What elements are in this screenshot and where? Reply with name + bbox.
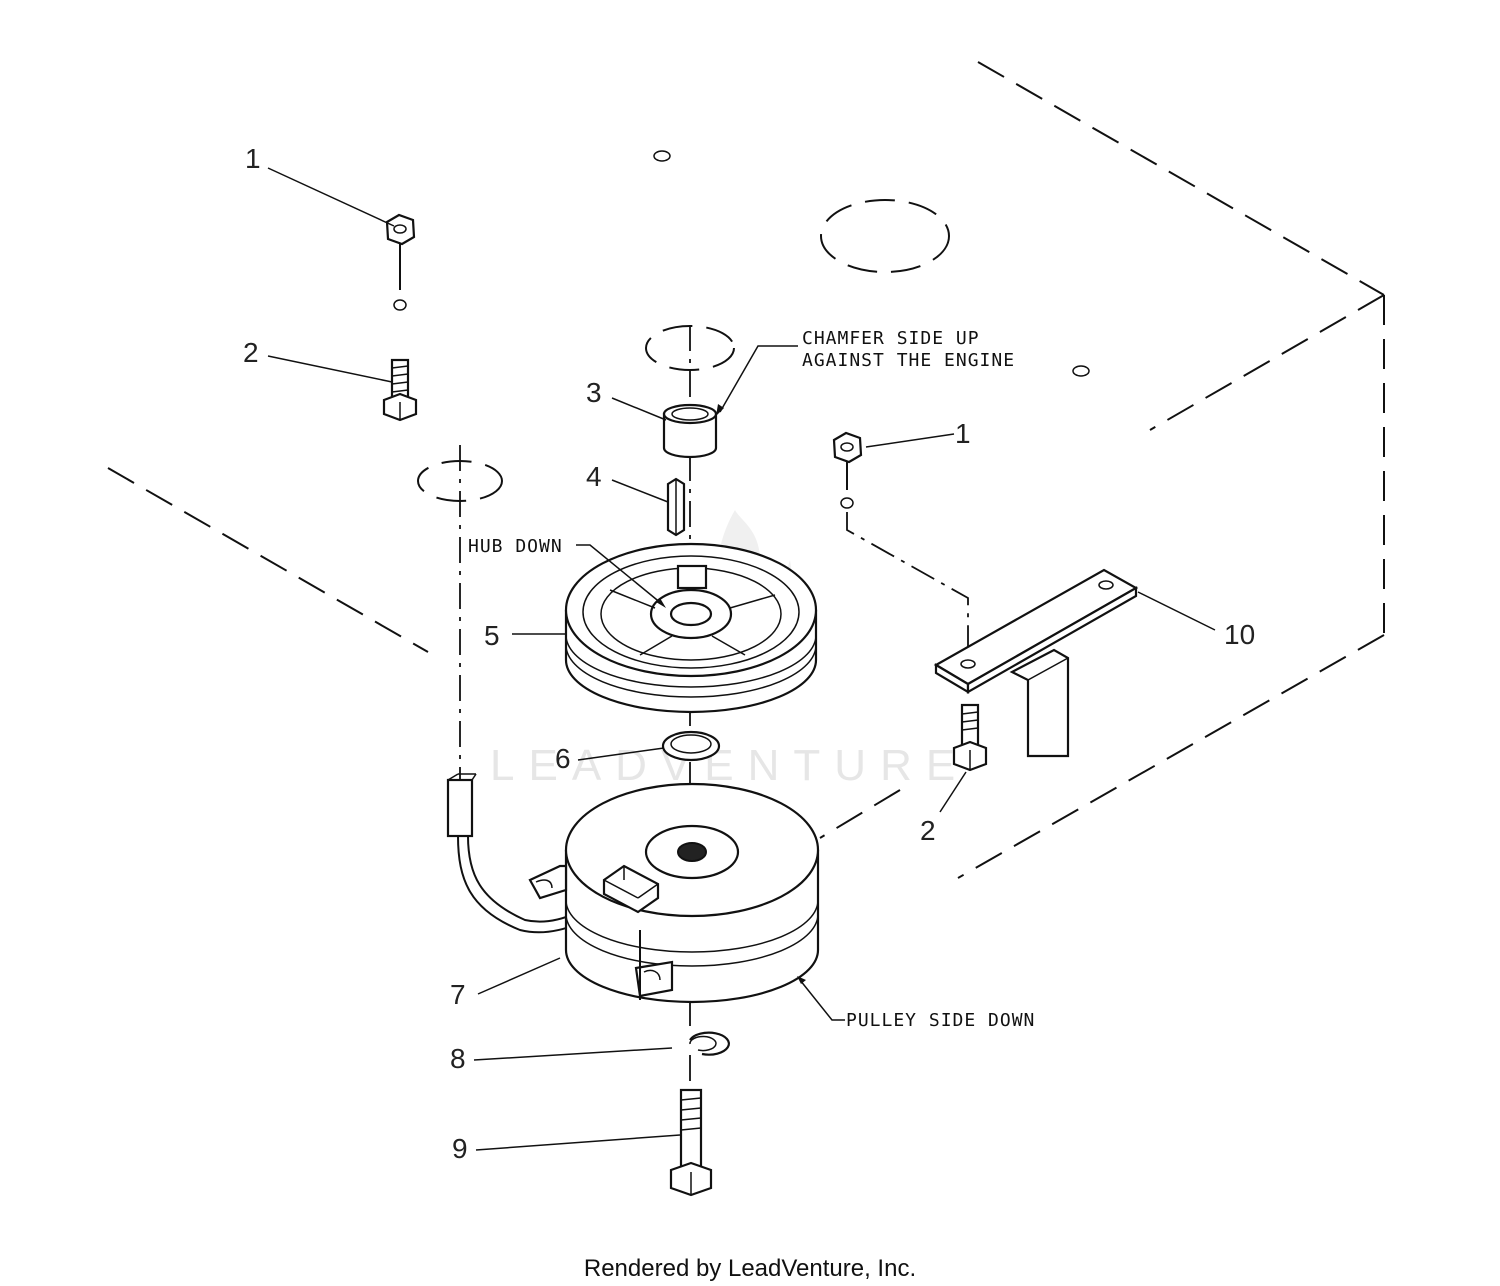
pulley-part-5	[564, 542, 818, 714]
callout-5: 5	[484, 620, 500, 651]
callout-6: 6	[555, 743, 571, 774]
footer-credit: Rendered by LeadVenture, Inc.	[584, 1255, 916, 1282]
callout-3: 3	[586, 377, 602, 408]
callout-7: 7	[450, 979, 466, 1010]
clutch-part-7	[528, 782, 820, 1004]
callout-numbers: 1 2 3 4 5 6 7 8 9 10 1 2	[243, 143, 1255, 1164]
watermark-text: LEADVENTURE	[490, 741, 969, 790]
callout-1-right: 1	[955, 418, 971, 449]
note-chamfer-line1: CHAMFER SIDE UP	[802, 328, 980, 349]
engine-deck-outline	[107, 61, 1385, 879]
key-part-4	[666, 477, 686, 537]
callout-1-left: 1	[245, 143, 261, 174]
note-pulley-side-down: PULLEY SIDE DOWN	[846, 1010, 1035, 1031]
bolt-part-9	[669, 1088, 713, 1197]
callout-8: 8	[450, 1043, 466, 1074]
snap-ring-part-8	[689, 1031, 730, 1056]
callout-4: 4	[586, 461, 602, 492]
leader-lines	[267, 167, 1216, 1151]
callout-2-right: 2	[920, 815, 936, 846]
callout-9: 9	[452, 1133, 468, 1164]
assembly-notes: CHAMFER SIDE UP AGAINST THE ENGINE HUB D…	[468, 328, 1035, 1031]
callout-2-left: 2	[243, 337, 259, 368]
note-chamfer-line2: AGAINST THE ENGINE	[802, 350, 1015, 371]
left-nut-bolt	[382, 213, 418, 422]
spacer-part-3	[662, 403, 718, 459]
right-bracket-assembly	[832, 431, 1139, 772]
washer-part-6	[661, 730, 721, 762]
note-hub-down: HUB DOWN	[468, 536, 563, 557]
callout-10: 10	[1224, 619, 1255, 650]
